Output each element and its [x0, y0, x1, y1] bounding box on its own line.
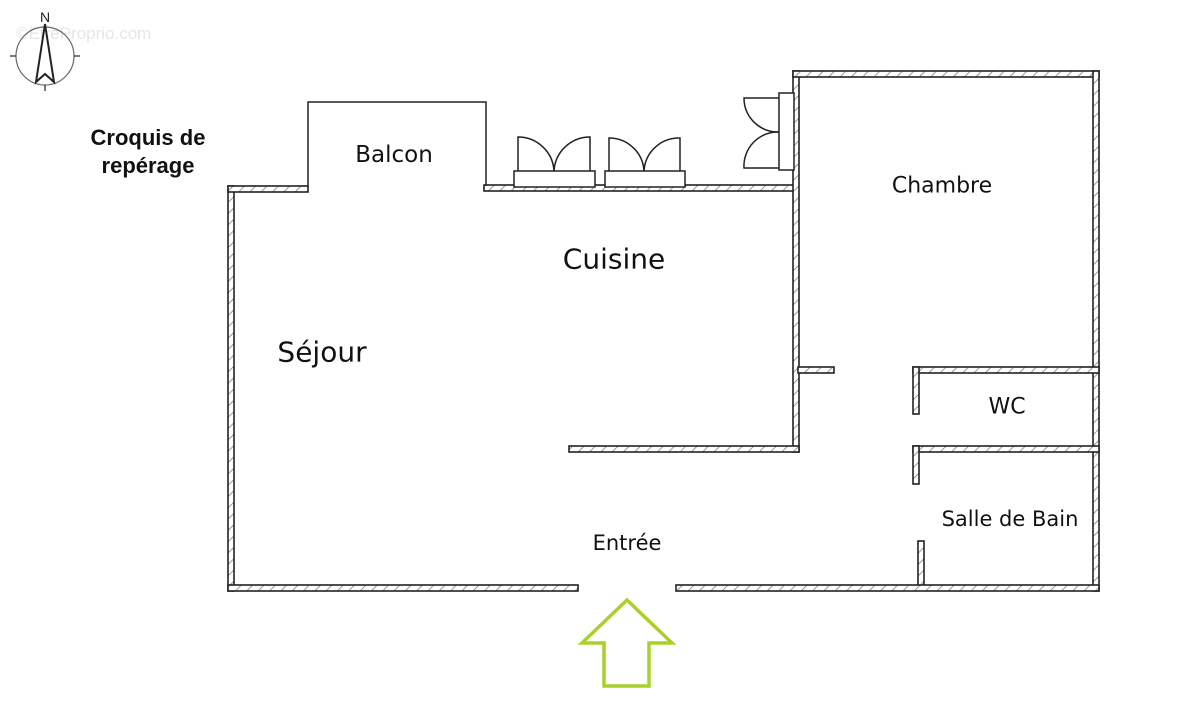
watermark: ©EtreProprio.com: [16, 24, 152, 43]
window-1: [513, 136, 596, 188]
wall-top-left: [227, 185, 309, 193]
room-label-cuisine: Cuisine: [562, 242, 666, 276]
windows: [513, 92, 795, 188]
wall-sdb-left-top: [912, 445, 920, 485]
window-2: [604, 137, 686, 188]
title-line-1: Croquis de: [90, 125, 206, 150]
wall-bottom-left: [227, 584, 579, 592]
wall-sdb-left-bottom: [917, 540, 925, 590]
wall-cuisine: [568, 445, 800, 453]
balcony-outline: [307, 101, 487, 186]
wall-chambre-top: [792, 70, 1100, 78]
title-line-2: repérage: [101, 153, 195, 178]
wall-left: [227, 185, 235, 592]
north-label: N: [40, 9, 50, 25]
entrance-arrow-icon: [577, 597, 677, 688]
window-3: [743, 92, 795, 171]
wall-wc-bottom: [912, 445, 1100, 453]
compass-icon: N: [10, 9, 80, 91]
wall-chambre-bottom: [912, 366, 1100, 374]
room-label-sejour: Séjour: [277, 335, 367, 369]
room-label-balcon: Balcon: [355, 142, 433, 168]
wall-stub: [797, 366, 835, 374]
room-label-salle-de-bain: Salle de Bain: [941, 507, 1079, 531]
walls: [227, 70, 1100, 592]
room-label-chambre: Chambre: [891, 173, 993, 199]
plan-title: Croquis de repérage: [91, 124, 206, 180]
room-label-entree: Entrée: [592, 531, 662, 555]
wall-bottom-right: [675, 584, 1100, 592]
wall-wc-left: [912, 366, 920, 415]
room-label-wc: WC: [988, 394, 1026, 420]
wall-right: [1092, 70, 1100, 592]
